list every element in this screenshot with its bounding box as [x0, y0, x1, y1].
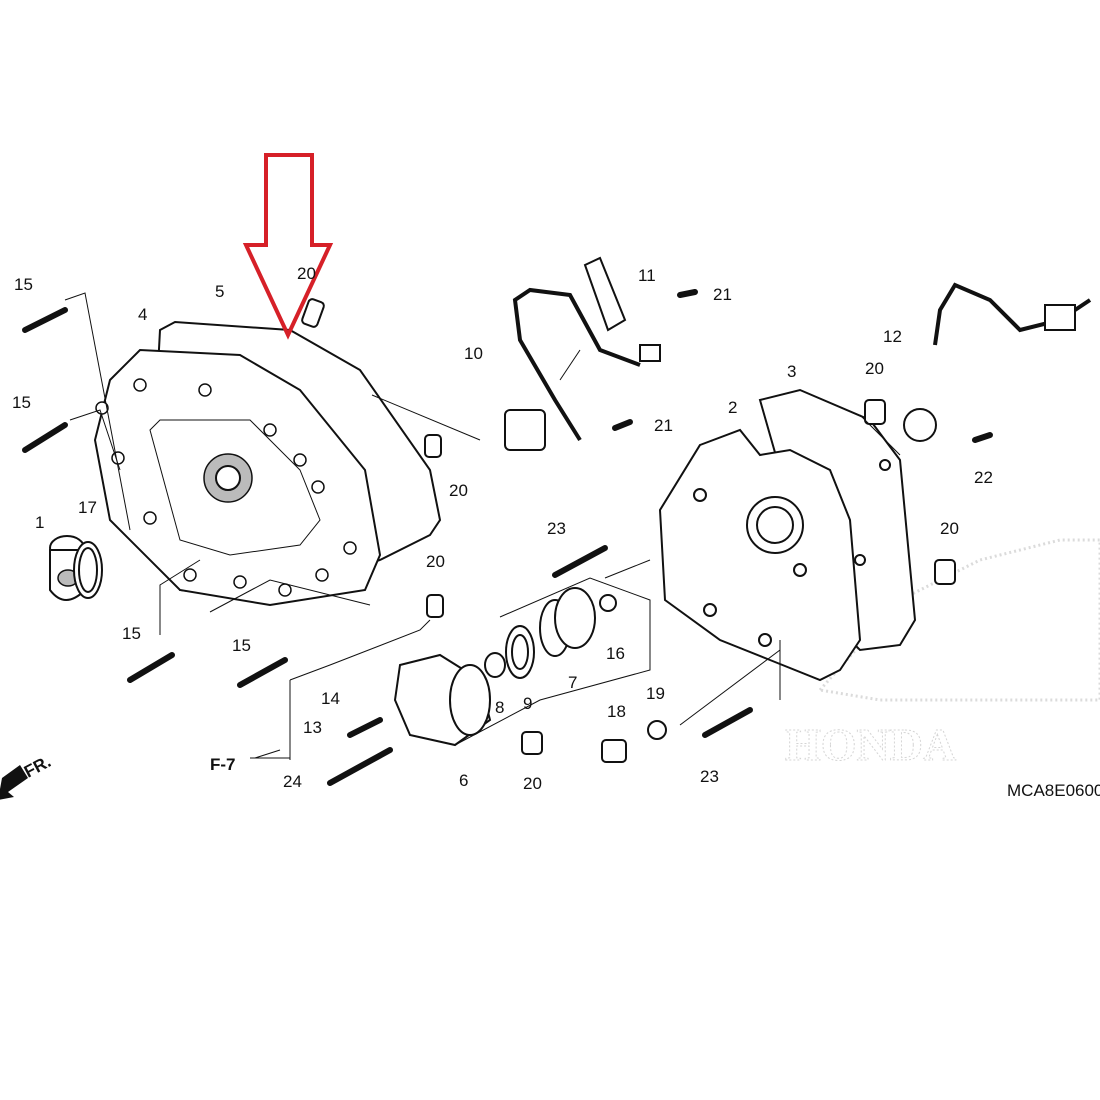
side-cover	[658, 388, 917, 682]
callout: 24	[283, 772, 302, 791]
plug-cap	[49, 535, 103, 601]
callout: 13	[303, 718, 322, 737]
callout: 18	[607, 702, 626, 721]
callout: 12	[883, 327, 902, 346]
callout: 20	[426, 552, 445, 571]
collars	[301, 298, 956, 755]
leader-lines	[64, 292, 901, 760]
callout: 6	[459, 771, 468, 790]
callout: 21	[713, 285, 732, 304]
callout: 1	[35, 513, 44, 532]
callout: 21	[654, 416, 673, 435]
callout: 7	[568, 673, 577, 692]
callout: 22	[974, 468, 993, 487]
callout: 15	[232, 636, 251, 655]
diagram-code: MCA8E0600	[1007, 781, 1100, 800]
sensor-harnesses	[504, 256, 1092, 451]
callout: 5	[215, 282, 224, 301]
callout: 3	[787, 362, 796, 381]
callout: 20	[523, 774, 542, 793]
callout: 20	[865, 359, 884, 378]
callout-labels: 15 4 5 20 11 21 10 12 3 20 15 2 21 20 22…	[12, 264, 993, 793]
svg-text:HONDA: HONDA	[785, 719, 956, 770]
callout: 15	[12, 393, 31, 412]
callout: 23	[700, 767, 719, 786]
callout: 20	[940, 519, 959, 538]
callout: 19	[646, 684, 665, 703]
callout: 15	[14, 275, 33, 294]
reference-f7: F-7	[210, 749, 281, 774]
bolts	[22, 289, 993, 786]
callout: 4	[138, 305, 147, 324]
callout: 20	[297, 264, 316, 283]
callout: 9	[523, 694, 532, 713]
callout: 20	[449, 481, 468, 500]
callout: 11	[638, 266, 656, 285]
shaft-parts	[393, 587, 667, 763]
callout: 8	[495, 698, 504, 717]
callout: 23	[547, 519, 566, 538]
callout: 16	[606, 644, 625, 663]
cover-assembly	[93, 320, 442, 607]
callout: 2	[728, 398, 737, 417]
callout: 10	[464, 344, 483, 363]
svg-text:F-7: F-7	[210, 755, 236, 774]
callout: 15	[122, 624, 141, 643]
highlight-arrow	[242, 153, 334, 340]
front-direction-indicator: FR.	[0, 752, 54, 800]
callout: 14	[321, 689, 340, 708]
callout: 17	[78, 498, 97, 517]
